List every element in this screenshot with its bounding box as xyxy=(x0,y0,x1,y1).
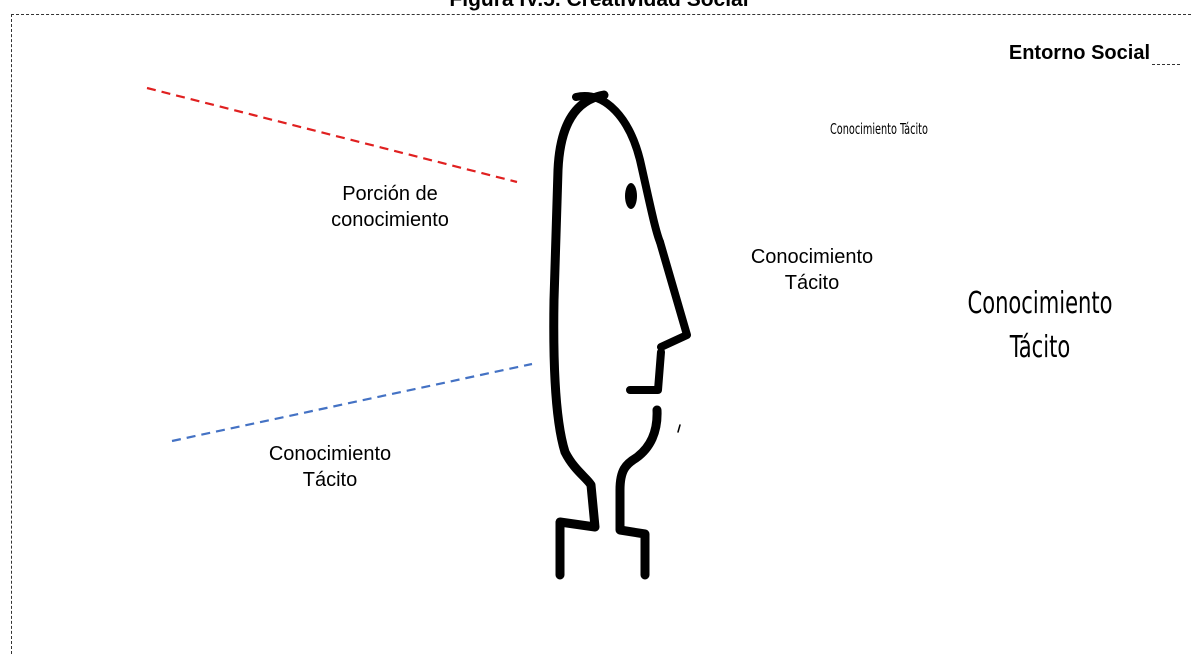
tacit-small-label: Conocimiento Tácito xyxy=(830,120,928,138)
tacit-mid-label-line1: Conocimiento xyxy=(750,246,874,268)
tacit-mid-label-line2: Tácito xyxy=(784,272,840,294)
diagram-frame xyxy=(11,14,1191,654)
tacit-big-label-line2: Tácito xyxy=(1009,329,1071,365)
tacit-left-label: Conocimiento Tácito xyxy=(240,441,420,493)
portion-label-line1: Porción de xyxy=(342,183,438,205)
tacit-big-label-line1: Conocimiento xyxy=(967,286,1113,321)
environment-label: Entorno Social xyxy=(1008,42,1150,64)
tacit-left-label-line2: Tácito xyxy=(302,469,358,491)
environment-dash xyxy=(1152,64,1180,65)
portion-label: Porción de conocimiento xyxy=(300,181,480,233)
figure-title: Figura IV.5. Creatividad Social xyxy=(0,0,1198,12)
tacit-big-label: Conocimiento Tácito xyxy=(946,282,1133,369)
portion-label-line2: conocimiento xyxy=(331,209,449,231)
tacit-left-label-line1: Conocimiento xyxy=(268,443,392,465)
tacit-mid-label: Conocimiento Tácito xyxy=(722,244,902,296)
